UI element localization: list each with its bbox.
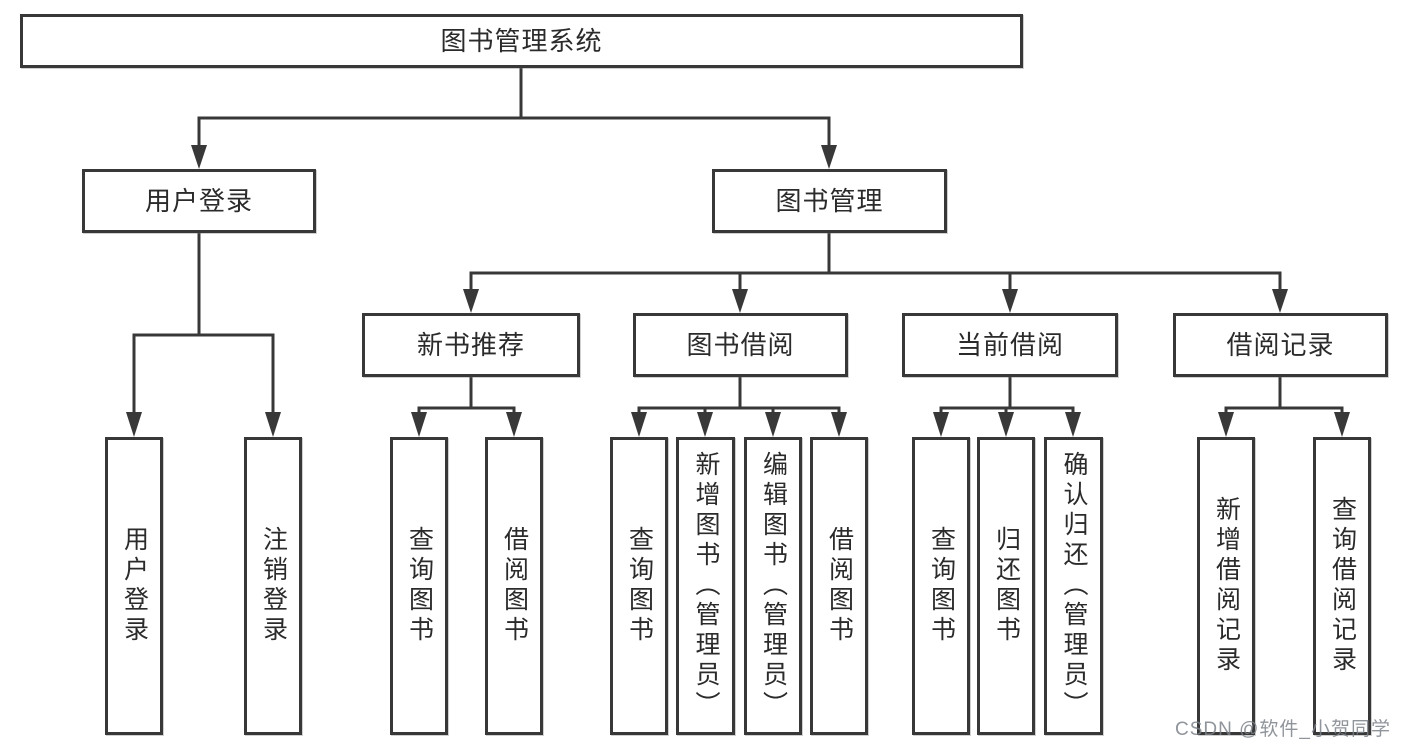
node-book-management-label: 图书管理 xyxy=(775,186,884,216)
leaf-return-books: 归还图书 xyxy=(977,437,1035,735)
leaf-query-books-3-label: 查询图书 xyxy=(927,526,956,646)
node-book-borrow: 图书借阅 xyxy=(633,313,848,377)
node-new-book-recommend: 新书推荐 xyxy=(362,313,580,377)
node-current-borrow-label: 当前借阅 xyxy=(955,330,1064,360)
leaf-confirm-return-admin-label: 确认归还（管理员） xyxy=(1060,451,1088,721)
node-borrow-records: 借阅记录 xyxy=(1173,313,1388,377)
leaf-edit-books-admin: 编辑图书（管理员） xyxy=(744,437,802,735)
leaf-add-borrow-record: 新增借阅记录 xyxy=(1197,437,1255,735)
leaf-edit-books-admin-label: 编辑图书（管理员） xyxy=(759,451,788,721)
leaf-add-borrow-record-label: 新增借阅记录 xyxy=(1212,496,1241,676)
leaf-borrow-books-2: 借阅图书 xyxy=(810,437,868,735)
node-book-management: 图书管理 xyxy=(712,169,947,233)
node-book-borrow-label: 图书借阅 xyxy=(686,330,795,360)
leaf-logout-label: 注销登录 xyxy=(259,526,288,646)
node-user-login-label: 用户登录 xyxy=(144,186,253,216)
leaf-borrow-books-2-label: 借阅图书 xyxy=(825,526,854,646)
leaf-user-login-label: 用户登录 xyxy=(120,526,149,646)
node-root-label: 图书管理系统 xyxy=(440,26,603,56)
watermark-text: CSDN @软件_小贺同学 xyxy=(1175,719,1391,740)
node-current-borrow: 当前借阅 xyxy=(902,313,1118,377)
node-root: 图书管理系统 xyxy=(20,14,1023,68)
leaf-query-books-2-label: 查询图书 xyxy=(625,526,654,646)
leaf-query-books-1-label: 查询图书 xyxy=(405,526,434,646)
leaf-add-books-admin-label: 新增图书（管理员） xyxy=(692,451,720,721)
leaf-borrow-books-1: 借阅图书 xyxy=(485,437,543,735)
leaf-logout: 注销登录 xyxy=(244,437,302,735)
leaf-confirm-return-admin: 确认归还（管理员） xyxy=(1044,437,1103,735)
node-user-login: 用户登录 xyxy=(82,169,316,233)
leaf-query-books-3: 查询图书 xyxy=(912,437,970,735)
leaf-query-borrow-record-label: 查询借阅记录 xyxy=(1328,496,1357,676)
leaf-return-books-label: 归还图书 xyxy=(992,526,1021,646)
leaf-query-books-2: 查询图书 xyxy=(610,437,668,735)
node-borrow-records-label: 借阅记录 xyxy=(1226,330,1335,360)
leaf-add-books-admin: 新增图书（管理员） xyxy=(676,437,735,735)
node-new-book-recommend-label: 新书推荐 xyxy=(416,330,525,360)
leaf-borrow-books-1-label: 借阅图书 xyxy=(500,526,529,646)
leaf-query-books-1: 查询图书 xyxy=(390,437,448,735)
leaf-query-borrow-record: 查询借阅记录 xyxy=(1313,437,1371,735)
leaf-user-login: 用户登录 xyxy=(105,437,163,735)
